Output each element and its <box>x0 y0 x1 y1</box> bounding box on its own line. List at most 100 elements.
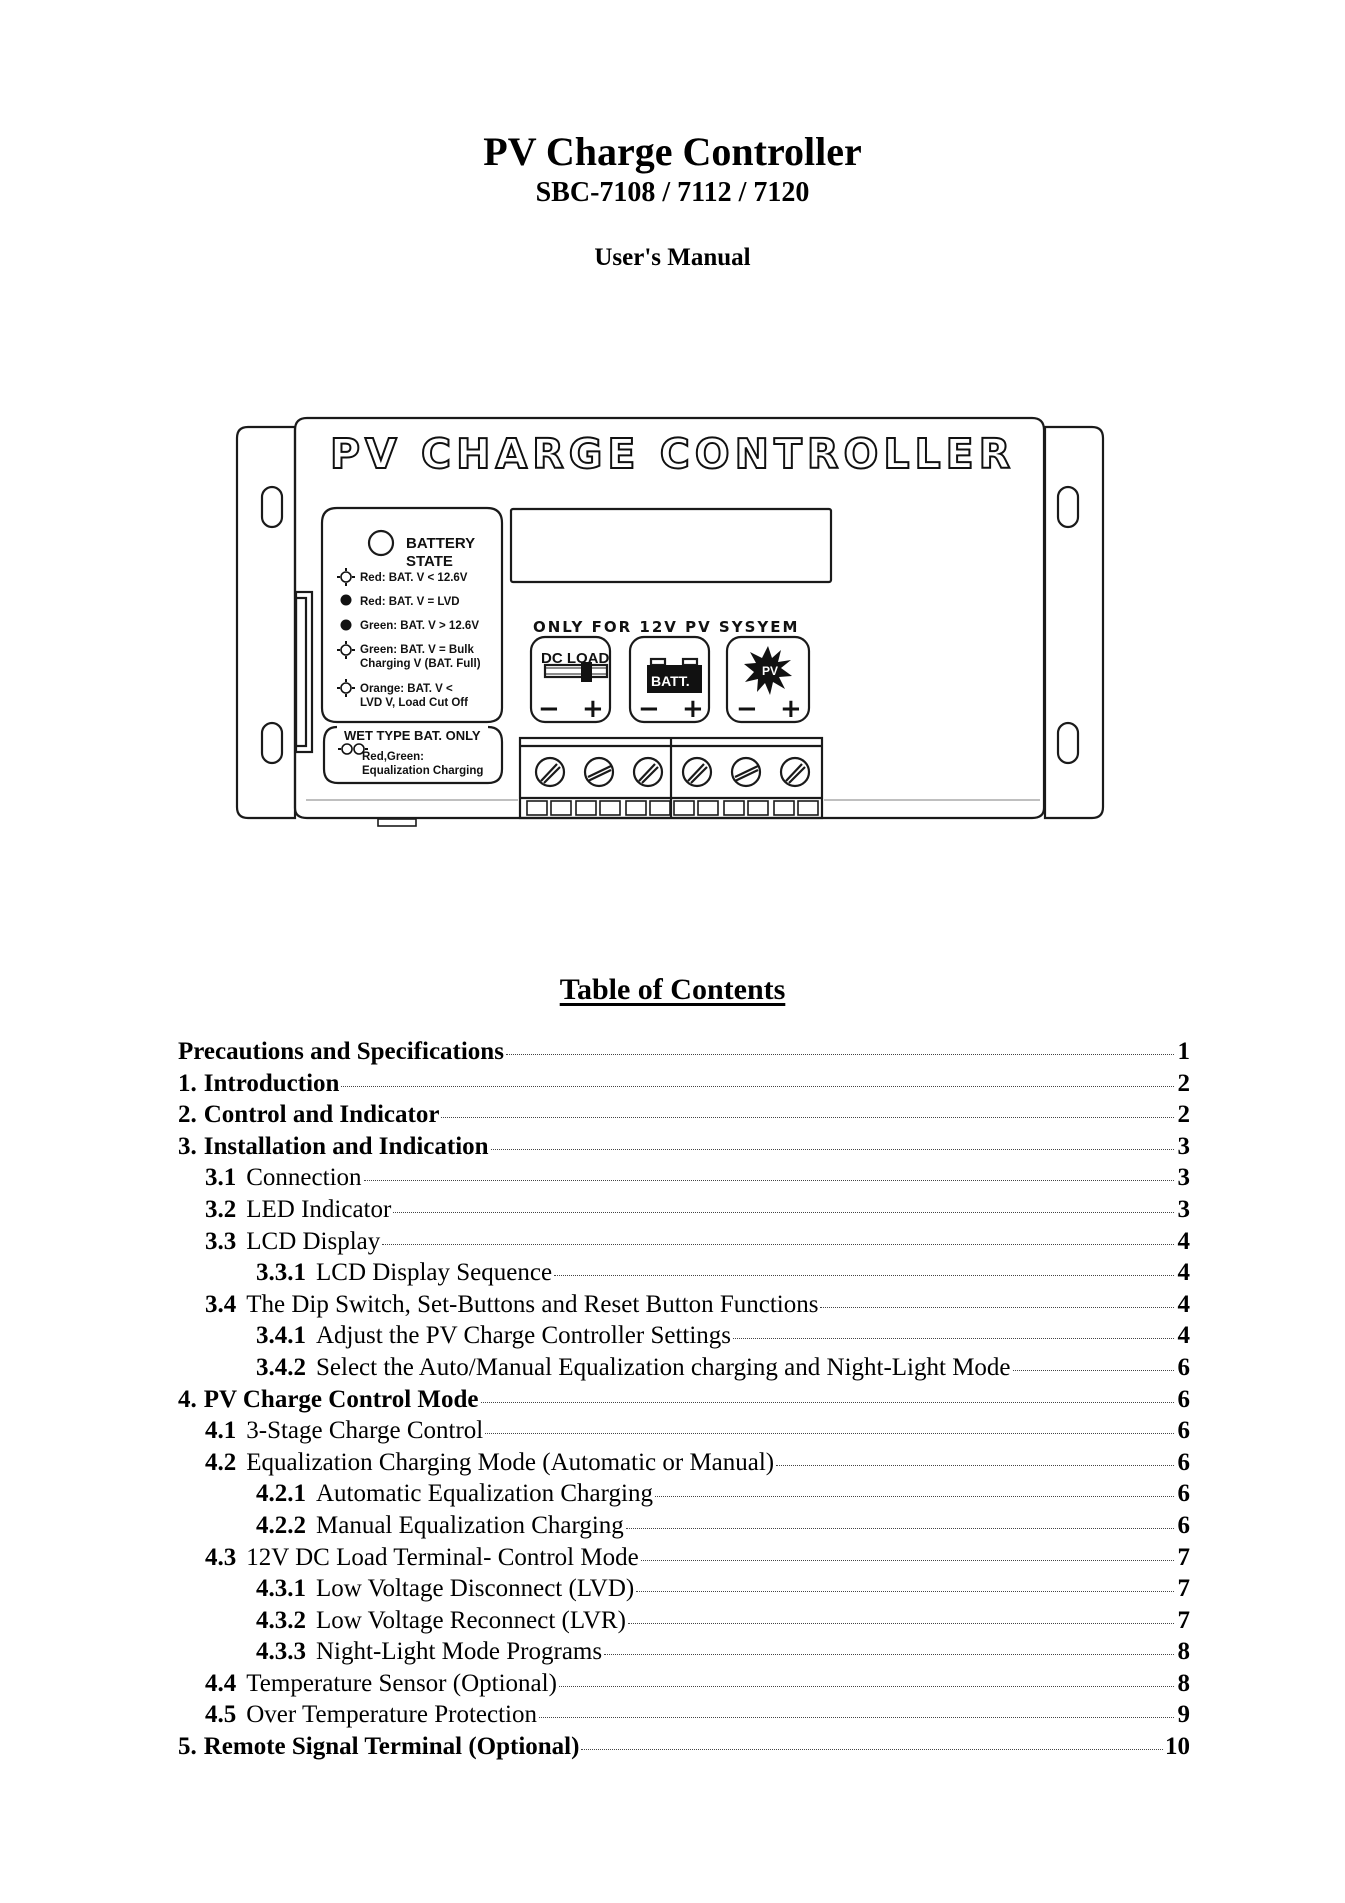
toc-entry-number: 3.4.1 <box>256 1322 306 1350</box>
toc-dot-leader <box>636 1591 1174 1593</box>
document-title: PV Charge Controller <box>483 129 862 174</box>
toc-entry-number: 4.3.1 <box>256 1575 306 1603</box>
toc-entry-label: Automatic Equalization Charging <box>316 1480 653 1508</box>
toc-entry-page: 4 <box>1177 1259 1191 1287</box>
toc-dot-leader <box>490 1148 1174 1150</box>
toc-entry-page: 10 <box>1165 1733 1190 1761</box>
toc-entry-number: 3.4.2 <box>256 1353 306 1381</box>
toc-entry-number: 4.2.1 <box>256 1480 306 1508</box>
toc-entry-label: Select the Auto/Manual Equalization char… <box>316 1353 1011 1381</box>
battery-state-line-1: BATTERY <box>406 535 476 552</box>
battery-icon <box>647 665 702 693</box>
toc-entry-number: 4.1 <box>205 1417 237 1445</box>
toc-entry-page: 3 <box>1177 1132 1191 1160</box>
toc-entry-label: Introduction <box>203 1069 340 1097</box>
toc-dot-leader <box>480 1401 1174 1403</box>
system-voltage-label: ONLY FOR 12V PV SYSYEM <box>533 618 800 636</box>
toc-entry-number: 3.3 <box>205 1227 237 1255</box>
toc-entry-page: 6 <box>1177 1353 1191 1381</box>
toc-entry-label: Precautions and Specifications <box>178 1038 504 1065</box>
toc-heading: Table of Contents <box>559 973 786 1006</box>
toc-entry[interactable]: 3.4.1 Adjust the PV Charge Controller Set… <box>178 1320 1190 1352</box>
toc-entry-label: Low Voltage Disconnect (LVD) <box>316 1575 635 1603</box>
toc-dot-leader <box>539 1717 1174 1719</box>
led-legend-line: Charging V (BAT. Full) <box>360 658 481 670</box>
toc-dot-leader <box>554 1275 1174 1277</box>
led-legend-item: Green: BAT. V > 12.6V <box>360 620 479 632</box>
toc-entry[interactable]: 3.4.2 Select the Auto/Manual Equalization… <box>178 1352 1190 1384</box>
toc-entry-label: Low Voltage Reconnect (LVR) <box>316 1606 626 1634</box>
wet-type-line: Equalization Charging <box>362 765 484 777</box>
panel-title: PV CHARGE CONTROLLER <box>329 429 1016 479</box>
led-legend-item: Red: BAT. V = LVD <box>360 596 460 608</box>
toc-entry-number: 4.3.3 <box>256 1638 306 1666</box>
plus-icon: + <box>780 694 802 724</box>
toc-entry[interactable]: 3.2 LED Indicator 3 <box>178 1194 1190 1226</box>
plus-icon: + <box>682 694 704 724</box>
led-legend-item: Red: BAT. V < 12.6V <box>360 572 468 584</box>
lcd-display-window <box>509 507 833 584</box>
toc-entry-page: 6 <box>1177 1448 1191 1476</box>
toc-entry-page: 4 <box>1177 1290 1191 1318</box>
wet-type-title: WET TYPE BAT. ONLY <box>344 728 481 743</box>
toc-dot-leader <box>341 1085 1174 1087</box>
dc-load-label: DC LOAD <box>541 650 610 667</box>
toc-entry-number: 2. <box>178 1101 197 1129</box>
led-legend-item: Orange: BAT. V < LVD V, Load Cut Off <box>360 682 468 710</box>
plus-icon: + <box>582 694 604 724</box>
toc-entry-label: LED Indicator <box>246 1195 392 1223</box>
toc-entry-label: Equalization Charging Mode (Automatic or… <box>246 1448 775 1476</box>
wet-type-description: Red,Green: Equalization Charging <box>362 750 483 778</box>
battery-label: BATT. <box>651 673 690 689</box>
toc-entry-label: PV Charge Control Mode <box>203 1385 479 1413</box>
toc-entry-number: 3.2 <box>205 1195 237 1223</box>
toc-entry[interactable]: Precautions and Specifications 1 <box>178 1036 1190 1068</box>
toc-entry-page: 7 <box>1177 1543 1191 1571</box>
toc-entry-page: 7 <box>1177 1606 1191 1634</box>
toc-entry-page: 1 <box>1177 1038 1191 1065</box>
toc-dot-leader <box>640 1559 1174 1561</box>
toc-entry-number: 3. <box>178 1132 197 1160</box>
toc-dot-leader <box>382 1243 1174 1245</box>
toc-entry-page: 2 <box>1177 1069 1191 1097</box>
led-legend-line: Orange: BAT. V < <box>360 683 453 695</box>
toc-entry-page: 3 <box>1177 1195 1191 1223</box>
toc-dot-leader <box>733 1338 1174 1340</box>
toc-dot-leader <box>776 1464 1174 1466</box>
toc-entry-number: 4.4 <box>205 1669 237 1697</box>
battery-state-led <box>367 529 395 557</box>
toc-dot-leader <box>505 1054 1174 1055</box>
toc-entry-number: 4.2 <box>205 1448 237 1476</box>
toc-entry-label: Over Temperature Protection <box>246 1701 537 1729</box>
toc-entry-page: 6 <box>1177 1511 1191 1539</box>
minus-icon: − <box>638 694 660 724</box>
toc-dot-leader <box>1012 1369 1174 1371</box>
toc-entry-number: 3.4 <box>205 1290 237 1318</box>
toc-dot-leader <box>627 1622 1174 1624</box>
toc-entry-page: 6 <box>1177 1417 1191 1445</box>
toc-entry-page: 4 <box>1177 1322 1191 1350</box>
toc-entry-page: 4 <box>1177 1227 1191 1255</box>
toc-entry-number: 5. <box>178 1733 197 1761</box>
toc-entry[interactable]: 4.2 Equalization Charging Mode (Automatic… <box>178 1447 1190 1479</box>
toc-entry[interactable]: 5.Remote Signal Terminal (Optional)10 <box>178 1731 1190 1763</box>
toc-entry-label: Adjust the PV Charge Controller Settings <box>316 1322 732 1350</box>
toc-dot-leader <box>363 1180 1174 1182</box>
